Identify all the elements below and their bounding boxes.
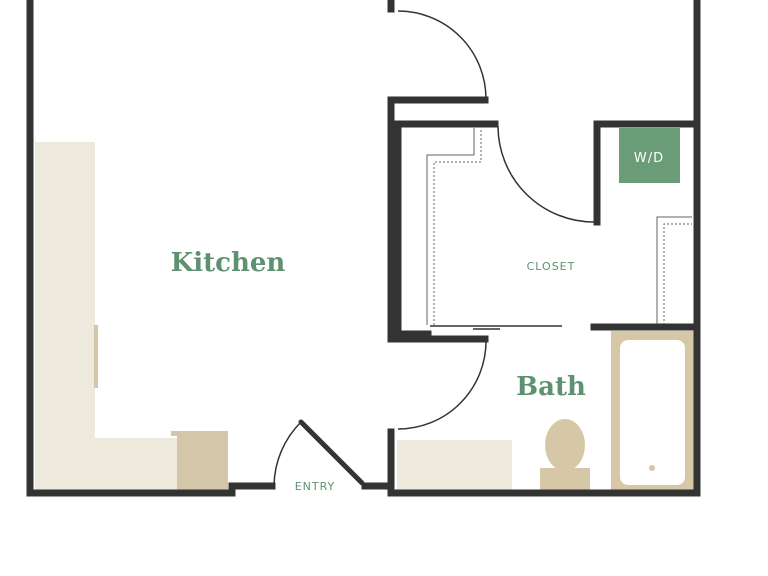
washer-dryer-box (619, 128, 680, 183)
closet-shelf-right (656, 216, 692, 325)
door-bath-arc (397, 340, 487, 430)
closet-sliding-door (430, 325, 562, 330)
washer-dryer-label: W/D (634, 151, 664, 166)
kitchen-label: Kitchen (171, 248, 286, 278)
door-closet-arc (497, 125, 595, 223)
kitchen-cabinet-left (35, 142, 95, 490)
bathtub-basin (620, 340, 685, 485)
kitchen-counter-edge (94, 325, 98, 388)
closet-shelf-right-dotted (663, 223, 692, 325)
walls (26, 0, 701, 497)
closet-shelf-left-dotted (433, 128, 482, 325)
door-swings (273, 10, 595, 487)
bathtub-drain (649, 465, 655, 471)
closet-shelf-left (426, 128, 475, 325)
door-entry-leaf (298, 419, 365, 486)
kitchen-range-top (171, 431, 228, 436)
toilet-tank (540, 468, 590, 490)
kitchen-range (177, 435, 228, 490)
toilet-bowl (545, 419, 585, 471)
closet-shelving (426, 128, 692, 325)
entry-label: ENTRY (295, 480, 336, 493)
door-top-arc (397, 10, 487, 100)
door-entry-arc (273, 421, 302, 487)
bath-fixtures (397, 331, 694, 490)
washer-dryer (619, 128, 680, 183)
closet-label: CLOSET (527, 260, 576, 273)
bath-vanity (397, 440, 512, 490)
kitchen-cabinet-bottom (95, 438, 177, 490)
bath-label: Bath (516, 372, 586, 402)
kitchen-cabinets (35, 142, 228, 490)
